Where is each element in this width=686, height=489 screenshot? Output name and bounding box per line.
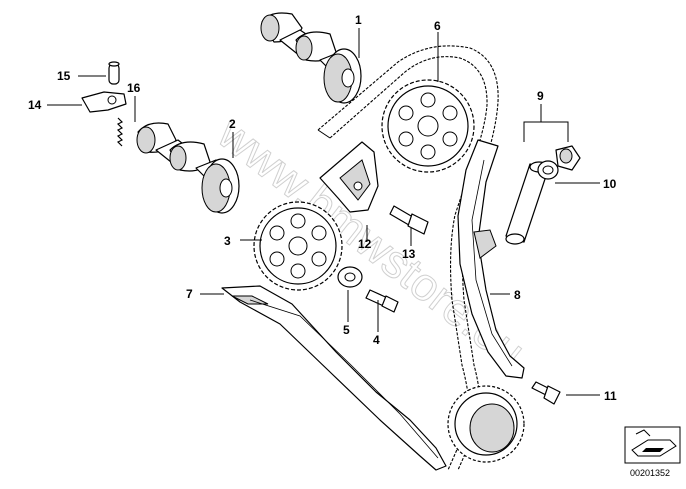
callout-15: 15 [57,69,71,83]
screw-plug-9 [555,145,581,171]
callout-3: 3 [224,234,231,248]
callout-16: 16 [127,81,141,95]
callout-2: 2 [229,117,236,131]
callout-7: 7 [186,287,193,301]
callout-leaders [47,28,600,396]
callout-5: 5 [343,323,350,337]
bolt-13 [389,205,429,235]
tensioner-rail-8 [457,139,525,379]
camshaft-1 [260,12,362,104]
callout-11: 11 [604,389,617,403]
bolt-4 [365,289,399,313]
callout-13: 13 [402,247,416,261]
pin-15 [108,61,120,85]
washer-5 [337,266,363,288]
seal-ring-10 [537,160,559,180]
callout-1: 1 [355,13,362,27]
callout-14: 14 [28,98,42,112]
crankshaft-sprocket [447,385,525,463]
camshaft-2 [136,122,240,214]
rocker-14 [81,91,127,113]
callout-8: 8 [514,288,521,302]
callout-10: 10 [603,177,617,191]
spring-16 [116,117,124,147]
upper-chain-guide [319,141,379,213]
exhaust-sprocket-6 [381,79,475,173]
intake-sprocket-3 [253,201,343,291]
bolt-11 [531,381,561,405]
callout-12: 12 [358,237,372,251]
callout-9: 9 [537,89,544,103]
document-number: 00201352 [630,468,670,478]
orientation-icon [624,426,681,464]
callout-6: 6 [434,19,441,33]
callout-labels: 1 2 3 4 5 6 7 8 9 10 11 12 13 14 15 16 [28,13,617,403]
callout-4: 4 [373,333,380,347]
guide-rail-7 [221,285,447,471]
